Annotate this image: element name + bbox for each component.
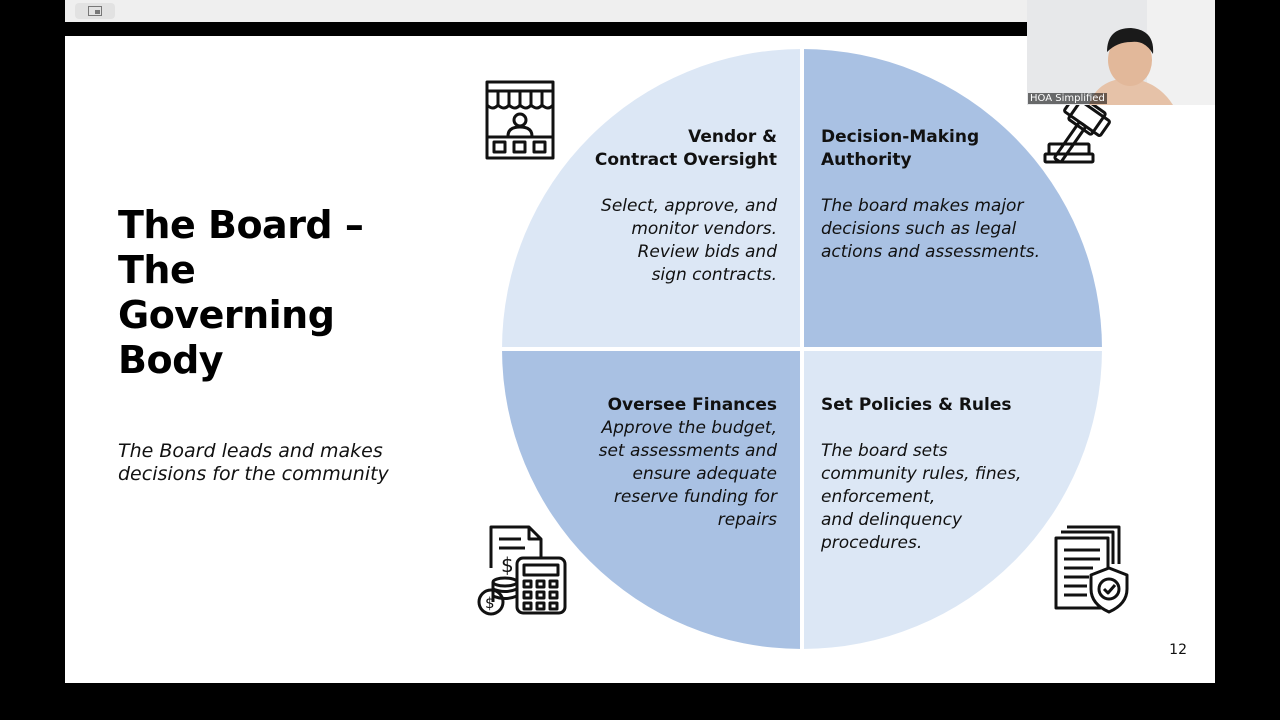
quadrant-top-right	[802, 49, 1102, 349]
slide-subtitle: The Board leads and makes decisions for …	[118, 440, 389, 485]
policy-documents-icon	[1054, 525, 1129, 614]
page-number: 12	[1169, 642, 1187, 658]
quadrant-bottom-left-title: Oversee Finances	[607, 395, 777, 415]
presentation-slide: The Board – The Governing Body The Board…	[65, 36, 1215, 683]
quadrant-top-left	[502, 49, 802, 349]
quadrant-bottom-left-body: Approve the budget, set assessments and …	[598, 418, 777, 530]
quadrant-bottom-right-title: Set Policies & Rules	[821, 395, 1012, 415]
top-toolbar	[65, 0, 1027, 22]
budget-calculator-icon: $ $	[477, 525, 567, 616]
vendor-store-icon	[485, 80, 555, 160]
window-icon	[88, 6, 102, 16]
svg-text:$: $	[485, 594, 495, 612]
quadrant-top-right-body: The board makes major decisions such as …	[821, 196, 1040, 262]
gavel-icon	[1043, 100, 1111, 164]
quadrant-top-left-body: Select, approve, and monitor vendors. Re…	[601, 196, 777, 285]
quadrant-bottom-right-body: The board sets community rules, fines, e…	[821, 441, 1022, 553]
quadrant-top-right-title: Decision-Making Authority	[821, 127, 980, 170]
quadrant-bottom-left	[502, 349, 802, 649]
participant-avatar	[1027, 0, 1215, 105]
slide-title: The Board – The Governing Body	[118, 203, 364, 382]
quadrant-circle	[502, 49, 1102, 649]
participant-video-tile[interactable]: HOA Simplified	[1027, 0, 1215, 105]
quadrant-top-left-title: Vendor & Contract Oversight	[594, 127, 777, 170]
window-button[interactable]	[75, 3, 115, 19]
participant-name-label: HOA Simplified	[1028, 93, 1107, 104]
svg-text:$: $	[501, 553, 514, 577]
quadrant-bottom-right	[802, 349, 1102, 649]
